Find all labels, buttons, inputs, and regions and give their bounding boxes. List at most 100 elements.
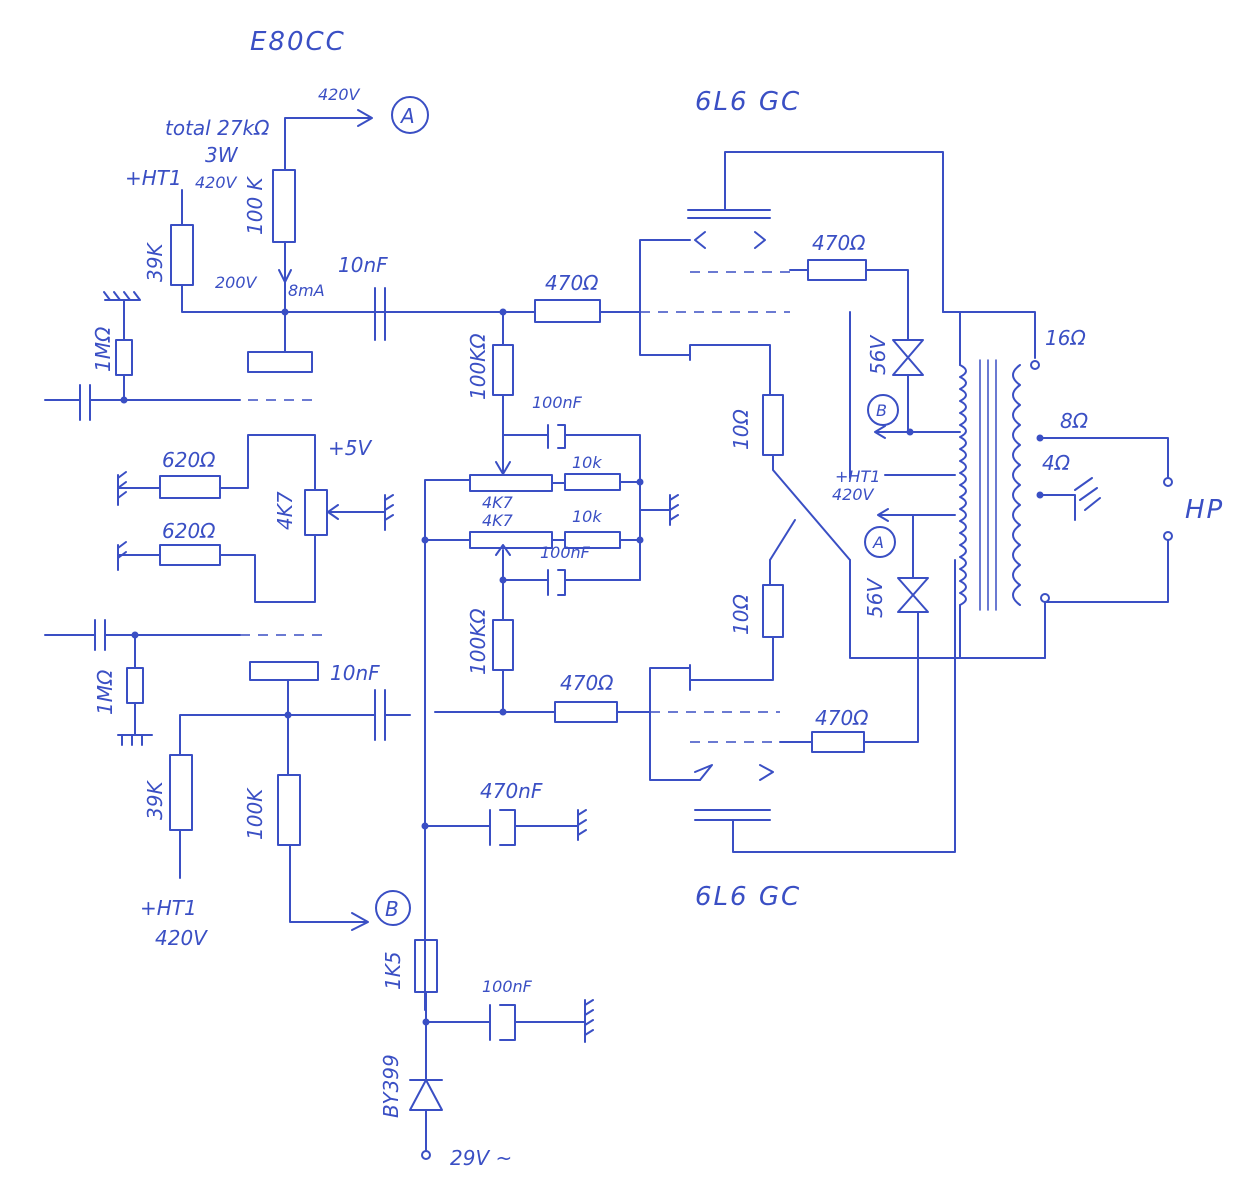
- rectifier-cap-label: 100nF: [482, 977, 533, 996]
- grid-leak-top: [492, 344, 514, 396]
- plate-resistor-bottom: [277, 774, 301, 846]
- ht-label-bottom: +HT1: [140, 896, 197, 920]
- total-resistance-note: total 27kΩ: [165, 116, 270, 140]
- rectifier-cap: [425, 1004, 586, 1041]
- speaker-terminal-minus: [1163, 531, 1173, 541]
- grid-stopper-bottom-label: 470Ω: [560, 671, 614, 695]
- output-stage: 470Ω 56V B 10Ω +HT1 420V 10Ω 470Ω 56V: [639, 151, 1046, 853]
- ht-voltage-top: 420V: [195, 173, 238, 192]
- output-transformer: 16Ω 8Ω 4Ω HP: [942, 311, 1222, 659]
- bottom-driver-stage: 1MΩ 10nF 39K +HT1 420V 100K B: [44, 619, 411, 950]
- plate-current-label: 8mA: [288, 281, 325, 300]
- pot-bottom-label: 4K7: [482, 511, 514, 530]
- bias-pot: [304, 489, 328, 536]
- ground-symbol: [117, 474, 161, 506]
- primary-winding: [959, 364, 967, 606]
- cathode-resistor-bottom: [762, 584, 784, 638]
- trim-res-top: [564, 473, 621, 491]
- tap-16-label: 16Ω: [1045, 326, 1086, 350]
- series-resistor-label: 1K5: [381, 951, 405, 990]
- divider-resistor-top-label: 39K: [143, 242, 167, 282]
- divider-resistor-bottom-label: 39K: [143, 780, 167, 820]
- grid-resistor-top: [115, 339, 133, 376]
- marker-a-output-circle: [864, 526, 896, 558]
- grid-resistor-bottom: [126, 667, 144, 704]
- grid-leak-bottom: [492, 619, 514, 671]
- input-cap-top: [44, 384, 241, 421]
- zener-bottom-label: 56V: [863, 578, 887, 618]
- ground-symbol: [577, 809, 587, 841]
- cap-bottom-label: 100nF: [540, 543, 591, 562]
- screen-resistor-bottom: [811, 731, 865, 753]
- bias-resistor-lower: [159, 544, 221, 566]
- ground-symbol: [639, 494, 679, 526]
- cathode-resistor-top: [762, 394, 784, 456]
- screen-resistor-bottom-label: 470Ω: [815, 706, 869, 730]
- ground-symbol: [103, 291, 141, 301]
- zener-top: [892, 339, 924, 376]
- bias-network: 620Ω +5V 4K7 620Ω: [117, 434, 394, 603]
- divider-resistor-top: [170, 224, 194, 286]
- grid-resistor-bottom-label: 1MΩ: [93, 669, 117, 715]
- plate-resistor-bottom-label: 100K: [243, 787, 267, 840]
- grid-balance-network: 470Ω 100KΩ 100nF 4K7 10k 4K7 10k 100nF 1…: [394, 271, 679, 1011]
- ground-symbol: [374, 494, 394, 531]
- pot-top: [469, 474, 553, 492]
- screen-resistor-top: [807, 259, 867, 281]
- marker-a-circle: [391, 96, 429, 134]
- ground-symbol: [117, 544, 161, 571]
- ht-voltage-bottom: 420V: [155, 926, 208, 950]
- divider-resistor-bottom: [169, 754, 193, 831]
- zener-top-label: 56V: [866, 335, 890, 375]
- marker-b-label: B: [385, 897, 399, 921]
- tube-bottom-plate: [694, 809, 771, 821]
- marker-b-output-label: B: [876, 401, 887, 420]
- coupling-cap-bottom-label: 10nF: [330, 661, 380, 685]
- grid-stopper-bottom: [554, 701, 618, 723]
- marker-a-output-label: A: [872, 533, 884, 552]
- marker-b-output-circle: [867, 394, 899, 426]
- coupling-cap-bottom: [374, 689, 386, 741]
- tube-top-cathode: [694, 231, 766, 249]
- bias-pot-label: 4K7: [273, 491, 297, 530]
- rectifier-diode-label: BY399: [379, 1054, 403, 1118]
- pot-top-label: 4K7: [482, 493, 514, 512]
- input-cap-bottom: [44, 619, 241, 651]
- cap-top-label: 100nF: [532, 393, 583, 412]
- ground-symbol: [584, 999, 594, 1043]
- ht-voltage-output: 420V: [832, 485, 875, 504]
- ht-label-output: +HT1: [835, 467, 880, 486]
- cathode-resistor-bottom-label: 10Ω: [729, 594, 753, 635]
- tube-bottom-cathode: [694, 764, 774, 781]
- power-rating-note: 3W: [205, 143, 239, 167]
- plate-resistor-top-label: 100 K: [243, 175, 267, 235]
- tube-label-e80cc: E80CC: [250, 27, 346, 57]
- ground-symbol: [1074, 477, 1101, 511]
- transformer-core: [979, 359, 997, 611]
- filter-cap: [424, 809, 579, 846]
- tap-4-label: 4Ω: [1042, 451, 1071, 475]
- cap-top: [502, 424, 641, 481]
- tube-label-6l6-top: 6L6 GC: [695, 87, 801, 117]
- bias-resistor-upper-label: 620Ω: [162, 448, 216, 472]
- marker-b-circle: [375, 890, 411, 926]
- bias-resistor-upper: [159, 475, 221, 499]
- grid-stopper-top-label: 470Ω: [545, 271, 599, 295]
- top-driver-stage: 420V A total 27kΩ 3W +HT1 420V 100 K 200…: [44, 85, 501, 421]
- plate-voltage-label: 200V: [215, 273, 258, 292]
- grid-stopper-top: [534, 299, 601, 323]
- cap-bottom: [502, 569, 641, 596]
- speaker-terminal-plus: [1163, 477, 1173, 487]
- ground-symbol: [117, 734, 153, 746]
- trim-res-bottom-label: 10k: [572, 507, 602, 526]
- secondary-winding: [1012, 364, 1021, 606]
- marker-a-label: A: [399, 104, 415, 128]
- screen-resistor-top-label: 470Ω: [812, 231, 866, 255]
- grid-resistor-top-label: 1MΩ: [91, 326, 115, 372]
- bias-resistor-lower-label: 620Ω: [162, 519, 216, 543]
- cathode-resistor-top-label: 10Ω: [729, 409, 753, 450]
- filter-cap-label: 470nF: [480, 779, 543, 803]
- grid-leak-bottom-label: 100KΩ: [466, 608, 490, 675]
- coupling-cap-top-label: 10nF: [338, 253, 388, 277]
